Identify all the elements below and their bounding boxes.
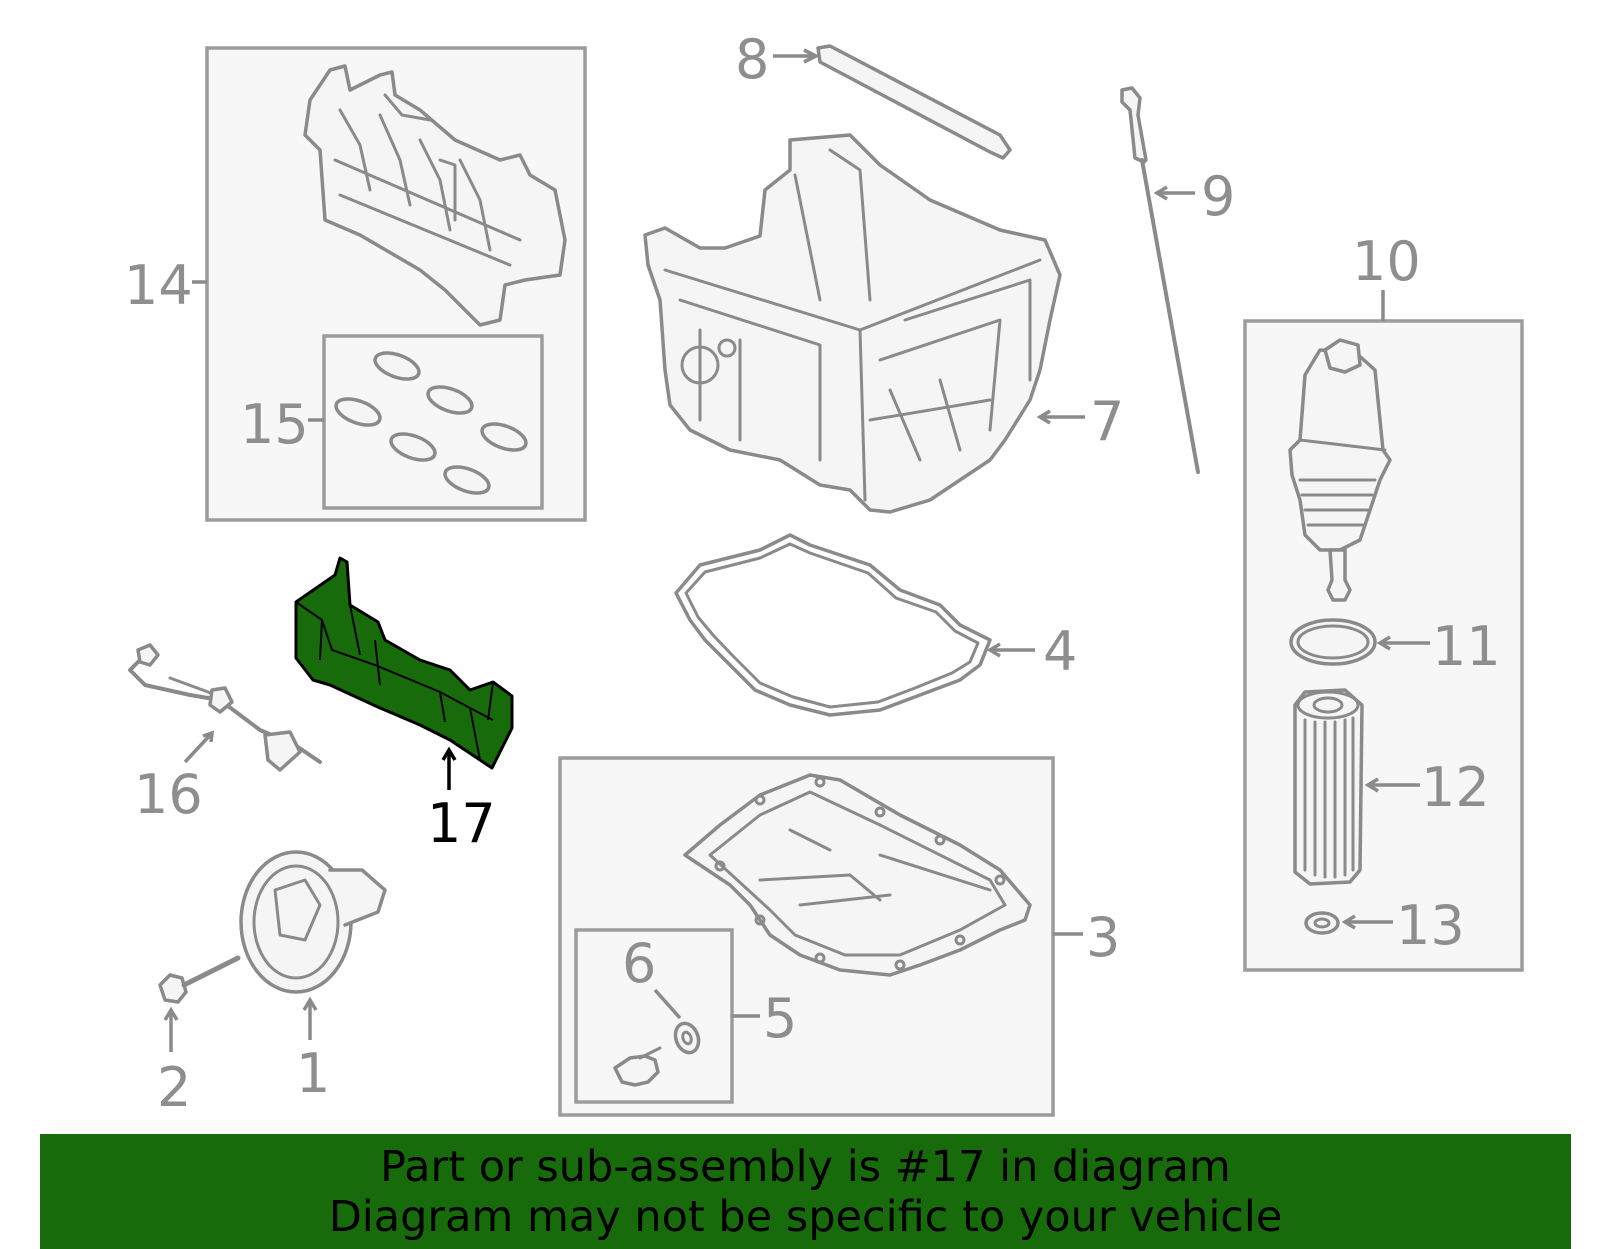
callout-14: 14 [124, 254, 193, 317]
info-banner: Part or sub-assembly is #17 in diagram D… [40, 1134, 1571, 1249]
callout-12: 12 [1421, 756, 1490, 819]
callout-17: 17 [427, 792, 496, 855]
banner-line-1: Part or sub-assembly is #17 in diagram [380, 1142, 1231, 1192]
callout-5: 5 [763, 987, 797, 1050]
oil-filter-element[interactable] [1293, 688, 1364, 886]
crank-bolt[interactable] [158, 955, 241, 1004]
drain-washer-6[interactable] [672, 1020, 703, 1056]
banner-line-2: Diagram may not be specific to your vehi… [328, 1192, 1283, 1242]
callout-3: 3 [1086, 906, 1120, 969]
filter-housing[interactable] [1288, 338, 1392, 602]
callout-11: 11 [1432, 615, 1501, 678]
callout-1: 1 [296, 1042, 330, 1105]
callout-15: 15 [240, 393, 309, 456]
callout-13: 13 [1396, 894, 1465, 957]
intake-gaskets[interactable] [333, 348, 530, 498]
callout-4: 4 [1043, 620, 1077, 683]
callout-7: 7 [1090, 390, 1124, 453]
callout-2: 2 [157, 1056, 191, 1119]
callout-8: 8 [735, 28, 769, 91]
oil-pan-upper[interactable] [643, 133, 1062, 514]
oil-pan-gasket[interactable] [674, 533, 992, 717]
callout-6: 6 [622, 932, 656, 995]
baffle-strip[interactable] [816, 44, 1012, 160]
oil-pan-lower[interactable] [683, 773, 1032, 977]
group-box-15 [322, 334, 544, 510]
drain-plug[interactable] [613, 1046, 662, 1087]
oil-sensor[interactable] [128, 643, 322, 772]
callout-10: 10 [1352, 230, 1421, 293]
intake-manifold[interactable] [303, 64, 567, 327]
dipstick[interactable] [1120, 86, 1200, 474]
washer-13[interactable] [1304, 911, 1340, 935]
crank-pulley[interactable] [239, 850, 387, 994]
callout-16: 16 [134, 763, 203, 826]
o-ring-11[interactable] [1289, 618, 1377, 666]
highlighted-part-17[interactable] [294, 556, 514, 770]
callout-9: 9 [1201, 165, 1235, 228]
